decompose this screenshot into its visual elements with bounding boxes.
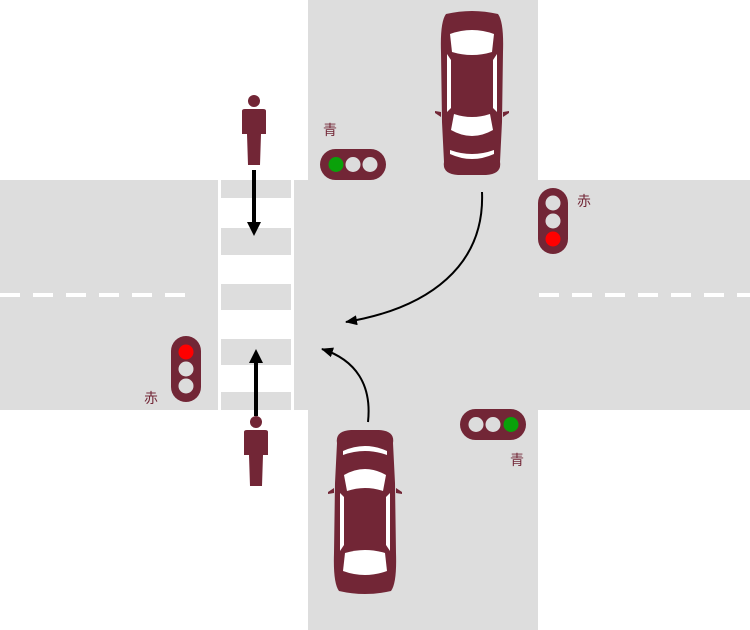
pedestrian-south (244, 416, 268, 486)
traffic-light-north (320, 149, 386, 180)
lamp-green (328, 157, 344, 172)
crosswalk (218, 180, 294, 410)
traffic-light-south (460, 409, 526, 440)
signal-label-south: 青 (510, 453, 524, 469)
traffic-light-west (171, 336, 201, 402)
arrow-north-car-turn (345, 191, 484, 326)
signal-label-north: 青 (323, 123, 337, 139)
pedestrian-north (242, 95, 266, 165)
lamp-red (178, 344, 194, 360)
arrow-south-car-turn (321, 347, 370, 423)
car-north (435, 11, 509, 175)
lamp-green (503, 417, 519, 432)
car-south (328, 430, 402, 594)
signal-label-east: 赤 (577, 194, 591, 210)
signal-label-west: 赤 (144, 391, 158, 407)
lamp-red (545, 231, 561, 247)
traffic-light-east (538, 188, 568, 254)
